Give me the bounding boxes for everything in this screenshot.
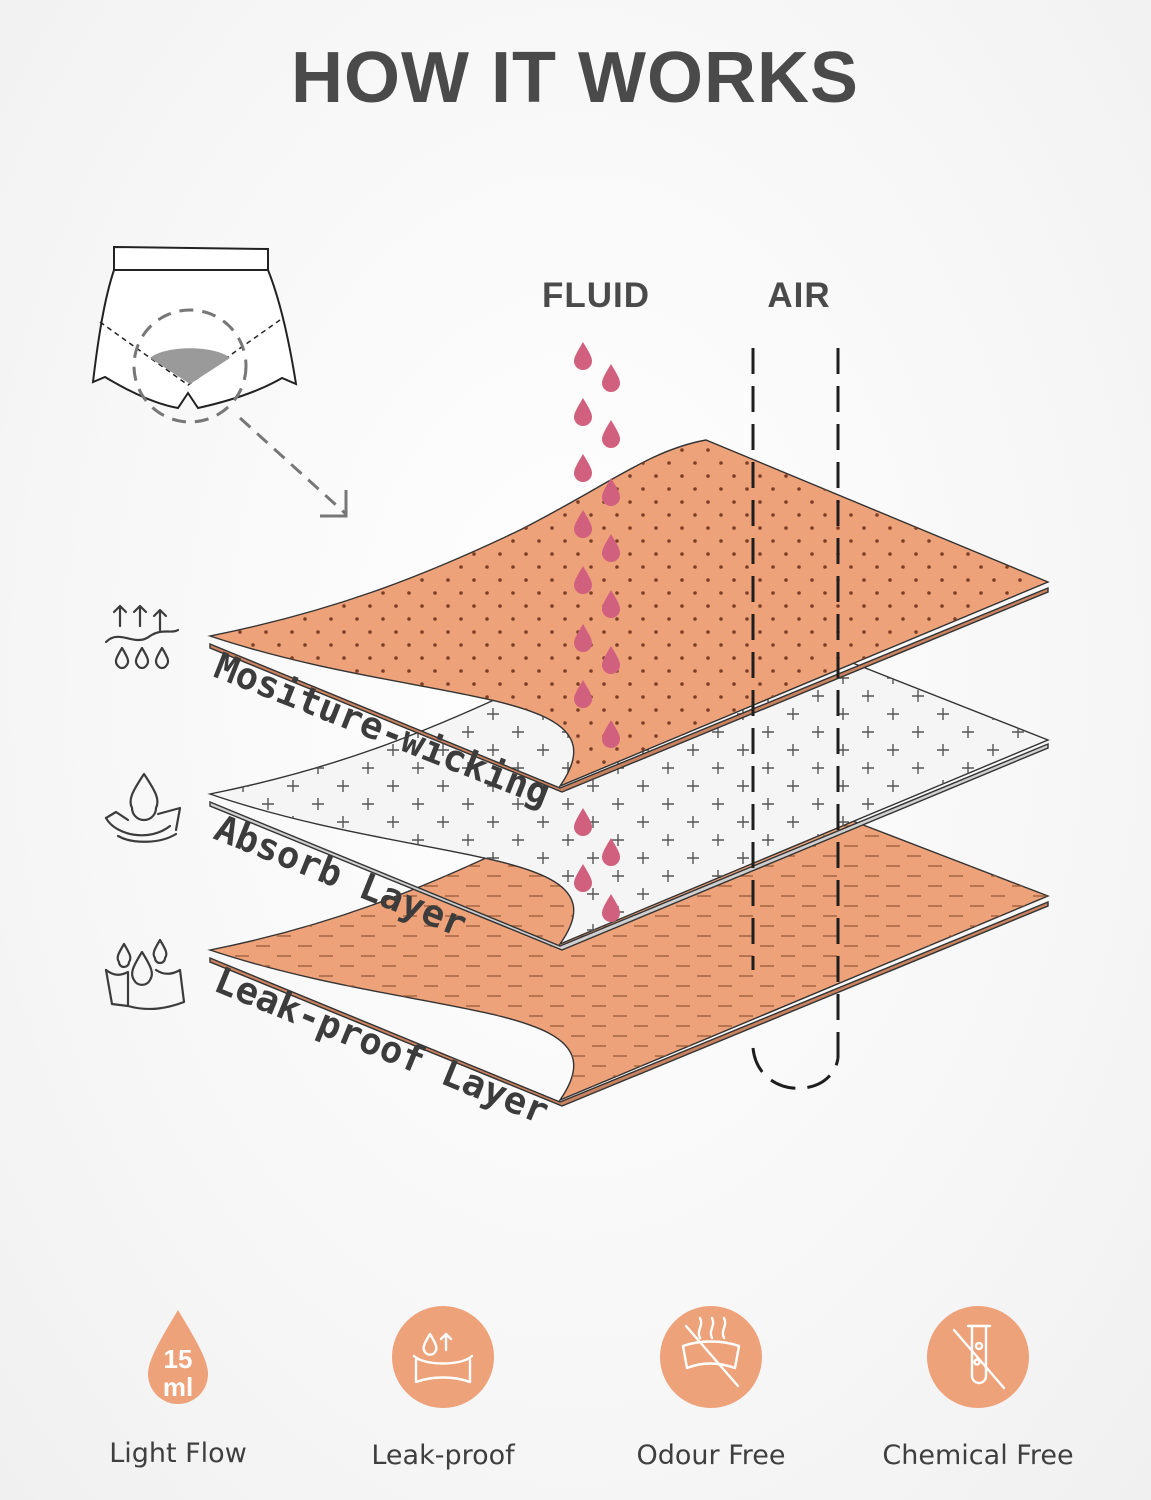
air-label: AIR	[767, 276, 830, 315]
badge-15: 15	[164, 1344, 193, 1374]
leakproof-layer	[207, 799, 1050, 1107]
moisture-wicking-layer	[207, 439, 1050, 793]
fluid-label: FLUID	[542, 276, 650, 315]
leakproof-drops-icon	[104, 938, 186, 1011]
feature-leakproof: Leak-proof	[371, 1306, 516, 1471]
feature-label-chemical-free: Chemical Free	[882, 1440, 1073, 1471]
feature-chemical-free: Chemical Free	[882, 1306, 1074, 1471]
air-flow-lines	[751, 348, 840, 1090]
absorb-drop-icon	[104, 772, 182, 843]
feature-light-flow: 15 ml Light Flow	[109, 1310, 247, 1469]
feature-odour-free: Odour Free	[636, 1306, 786, 1471]
feature-label-light-flow: Light Flow	[109, 1438, 247, 1469]
underwear-illustration	[91, 245, 348, 518]
page-title: HOW IT WORKS	[291, 38, 859, 118]
feature-label-leakproof: Leak-proof	[371, 1440, 516, 1471]
leakproof-circle-icon	[392, 1306, 494, 1408]
badge-ml: ml	[163, 1372, 193, 1402]
feature-label-odour-free: Odour Free	[636, 1440, 785, 1471]
evaporation-icon	[104, 604, 180, 670]
odour-free-icon	[660, 1306, 762, 1408]
